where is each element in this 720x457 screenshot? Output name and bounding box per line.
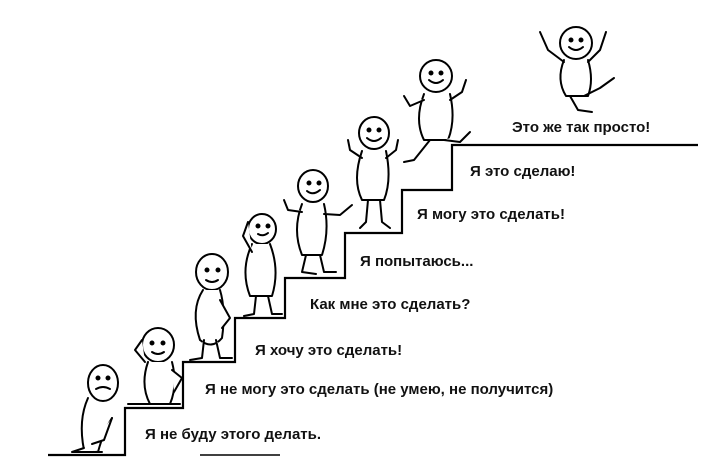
figure-sitting-gloomy <box>71 364 119 453</box>
step-label-3: Я хочу это сделать! <box>255 342 403 359</box>
step-label-7: Я это сделаю! <box>470 163 576 180</box>
step-label-4: Как мне это сделать? <box>310 296 471 313</box>
step-label-5: Я попытаюсь... <box>360 253 474 270</box>
figure-looking-up <box>242 213 283 317</box>
figure-running <box>403 59 471 163</box>
figure-trying-climb <box>283 169 353 275</box>
step-label-2: Я не могу это сделать (не умею, не получ… <box>205 381 554 398</box>
figure-standing-shy <box>189 253 233 361</box>
step-label-6: Я могу это сделать! <box>417 206 565 223</box>
figure-confident <box>347 116 399 229</box>
staircase-outline <box>48 143 698 457</box>
step-label-1: Я не буду этого делать. <box>145 426 322 443</box>
figure-sitting-thinking <box>127 327 183 405</box>
step-label-8: Это же так просто! <box>512 119 651 136</box>
figure-jumping-joy <box>539 26 615 113</box>
